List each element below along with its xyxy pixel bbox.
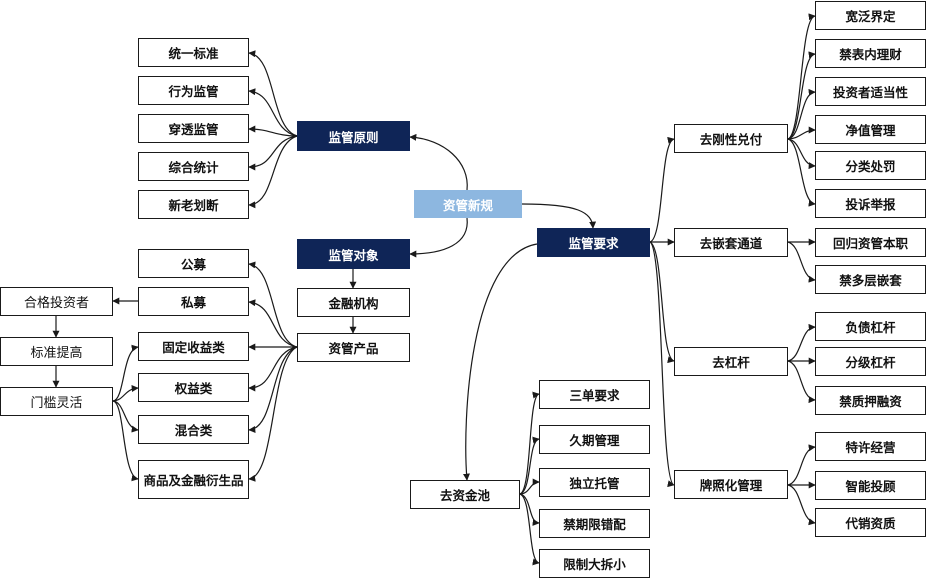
objects-node: 监管对象 [297,239,410,269]
edge-g0-2 [787,88,816,140]
edge-f0 [112,344,139,402]
edge-p1 [248,88,298,137]
group-remove-fund-pool: 去资金池 [410,480,520,509]
req-item-no-pledge-financing: 禁质押融资 [815,386,926,415]
req-item-complaints: 投诉举报 [815,189,926,218]
product-mixed: 混合类 [138,415,249,444]
principle-item-conduct-supervision: 行为监管 [138,76,249,105]
center-principles [409,133,468,191]
qualified-investor-node: 合格投资者 [0,287,113,316]
principle-item-unified-standard: 统一标准 [138,38,249,67]
edge-f3 [112,400,139,482]
edge-t5 [248,346,298,482]
edge-pool-3 [519,493,540,526]
edge-pool-4 [519,493,540,566]
financial-institution-node: 金融机构 [297,288,410,317]
req-item-return-to-core: 回归资管本职 [815,228,926,257]
req-item-nav-management: 净值管理 [815,115,926,144]
edge-pool-1 [519,436,540,495]
req-item-no-multi-layer-nesting: 禁多层嵌套 [815,265,926,294]
edge-p0 [248,50,298,137]
product-public: 公募 [138,249,249,278]
pool-item-duration-management: 久期管理 [539,425,650,454]
req-item-distribution-qualification: 代销资质 [815,508,926,537]
center-requirements [521,203,597,229]
flexible-threshold-node: 门槛灵活 [0,387,113,416]
edge-p4 [248,135,298,209]
group-licensing: 牌照化管理 [674,470,788,499]
pool-item-three-separate: 三单要求 [539,380,650,409]
edge-p2 [248,125,298,137]
edge-r3 [649,241,675,487]
req-item-investor-suitability: 投资者适当性 [815,77,926,106]
req-item-franchise: 特许经营 [815,432,926,461]
edge-r2 [649,241,675,364]
group-remove-nesting: 去嵌套通道 [674,228,788,257]
req-item-liability-leverage: 负债杠杆 [815,312,926,341]
req-item-robo-advisor: 智能投顾 [815,471,926,500]
principles-node: 监管原则 [297,121,410,151]
requirements-node: 监管要求 [537,228,650,257]
req-item-no-on-balance-wm: 禁表内理财 [815,39,926,68]
req-item-tiered-leverage: 分级杠杆 [815,347,926,376]
edge-t4 [248,346,298,434]
principle-item-old-new-division: 新老划断 [138,190,249,219]
edge-g3-2 [787,484,816,526]
group-deleverage: 去杠杆 [674,347,788,376]
edge-t3 [248,346,298,392]
edge-g0-3 [787,126,816,140]
edge-pool-0 [519,391,540,495]
edge-g3-0 [787,444,816,486]
edge-t1 [248,299,298,348]
edge-f1 [112,384,139,402]
center-node: 资管新规 [414,190,522,218]
edge-g1-1 [787,241,816,283]
edge-g2-0 [787,323,816,362]
edge-t0 [248,261,298,348]
group-no-rigid-redemption: 去刚性兑付 [674,124,788,153]
pool-item-independent-custody: 独立托管 [539,468,650,497]
edge-g0-5 [787,138,816,207]
product-equity: 权益类 [138,373,249,402]
edge-g0-0 [787,13,816,140]
higher-standard-node: 标准提高 [0,337,113,366]
edge-pool-2 [519,478,540,495]
req-item-broad-definition: 宽泛界定 [815,1,926,30]
edge-g0-4 [787,138,816,170]
req-item-classified-penalties: 分类处罚 [815,151,926,180]
product-commodity-derivatives: 商品及金融衍生品 [138,460,249,499]
product-private: 私募 [138,287,249,316]
product-fixed-income: 固定收益类 [138,332,249,361]
pool-item-no-maturity-mismatch: 禁期限错配 [539,509,650,538]
edge-r0 [649,136,675,243]
edge-g2-2 [787,360,816,404]
edge-r-pool [462,243,538,481]
edge-g0-1 [787,51,816,140]
edge-p3 [248,135,298,171]
principle-item-look-through: 穿透监管 [138,114,249,143]
asset-management-products-node: 资管产品 [297,333,410,362]
pool-item-limit-split: 限制大拆小 [539,549,650,578]
principle-item-statistics: 综合统计 [138,152,249,181]
center-objects [409,217,468,258]
